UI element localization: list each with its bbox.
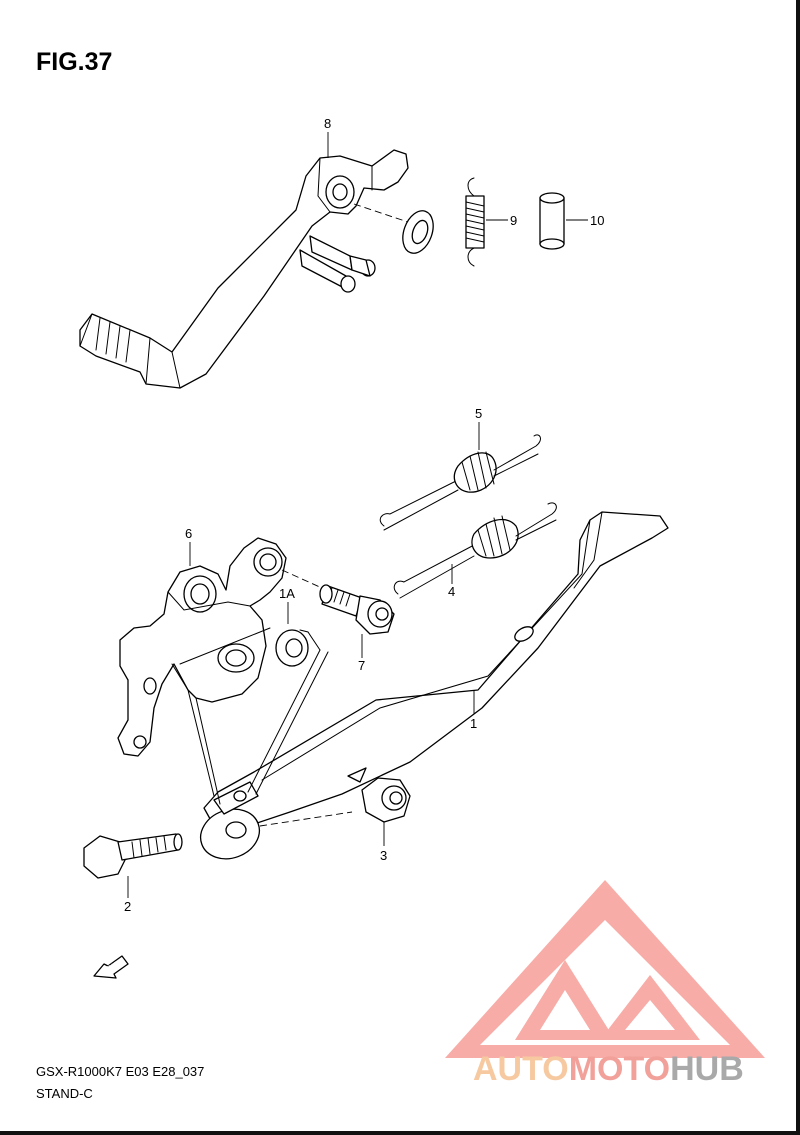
part-2-bolt bbox=[83, 833, 183, 898]
part-9-spring bbox=[465, 177, 508, 267]
footer-section-name: STAND-C bbox=[36, 1086, 93, 1101]
watermark-part-hub: HUB bbox=[670, 1050, 744, 1088]
watermark-part-auto: AUTO bbox=[473, 1050, 569, 1088]
callout-9: 9 bbox=[510, 213, 517, 228]
watermark-logo bbox=[445, 880, 765, 1058]
callout-8: 8 bbox=[324, 116, 331, 131]
callout-2: 2 bbox=[124, 899, 131, 914]
watermark-text: AUTOMOTOHUB bbox=[473, 1050, 744, 1089]
part-6-bracket bbox=[117, 537, 287, 805]
part-4-spring bbox=[393, 502, 557, 599]
callout-1a: 1A bbox=[279, 586, 295, 601]
page-frame-bottom-border bbox=[0, 1131, 800, 1135]
callout-4: 4 bbox=[448, 584, 455, 599]
callout-7: 7 bbox=[358, 658, 365, 673]
callout-10: 10 bbox=[590, 213, 604, 228]
fwd-direction-arrow-icon: FWD bbox=[93, 955, 129, 979]
part-8-lever bbox=[79, 149, 409, 389]
part-7-bolt bbox=[281, 569, 395, 658]
watermark-part-moto: MOTO bbox=[568, 1050, 671, 1088]
callout-5: 5 bbox=[475, 406, 482, 421]
part-1-side-stand bbox=[199, 511, 669, 860]
figure-title: FIG.37 bbox=[36, 48, 113, 76]
part-1a-collar bbox=[247, 602, 329, 795]
part-3-nut bbox=[361, 777, 411, 846]
callout-1: 1 bbox=[470, 716, 477, 731]
callout-3: 3 bbox=[380, 848, 387, 863]
washer-near-lever bbox=[402, 210, 434, 254]
part-10-bushing bbox=[539, 192, 588, 250]
callout-6: 6 bbox=[185, 526, 192, 541]
part-5-spring bbox=[379, 434, 541, 531]
page-frame-right-border bbox=[796, 0, 800, 1135]
footer-model-code: GSX-R1000K7 E03 E28_037 bbox=[36, 1064, 205, 1079]
